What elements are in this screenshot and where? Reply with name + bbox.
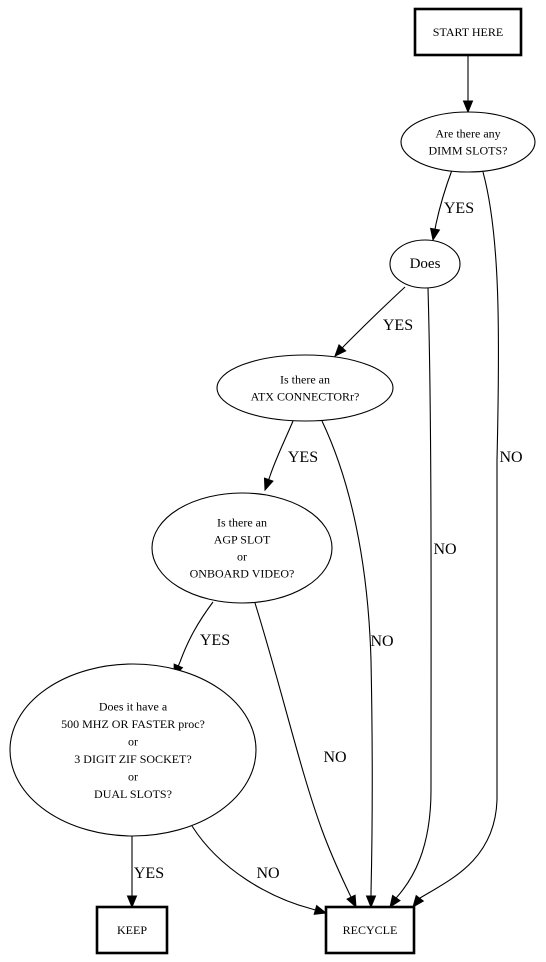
node-does: Does [389, 239, 461, 289]
edge-label-yes: YES [383, 317, 413, 334]
edge-label-yes: YES [288, 449, 318, 466]
node-text-line: or [237, 550, 247, 564]
arrowhead [126, 895, 138, 909]
node-text-line: Are there any [435, 127, 500, 141]
node-ellipse [9, 663, 257, 837]
node-text-line: START HERE [433, 25, 503, 39]
arrowhead [412, 894, 425, 909]
edge-label-yes: YES [134, 865, 164, 882]
edge-dimm-to-recycle: NO [412, 171, 523, 909]
node-text-line: DIMM SLOTS? [428, 144, 507, 158]
node-text-line: RECYCLE [343, 923, 398, 937]
edge-line [269, 420, 294, 477]
edge-start-to-dimm [462, 56, 474, 114]
node-text-line: Does it have a [99, 699, 168, 713]
edge-dimm-to-does: YES [429, 169, 474, 242]
node-box [95, 905, 169, 955]
edge-atx-to-agp: YES [263, 420, 318, 492]
node-ellipse [151, 492, 333, 604]
arrowhead [334, 343, 347, 357]
node-box [413, 7, 523, 57]
node-start: START HERE [413, 7, 523, 57]
node-recycle: RECYCLE [324, 905, 416, 955]
node-proc: Does it have a 500 MHZ OR FASTER proc? or 3… [9, 663, 257, 837]
edge-line [191, 825, 313, 910]
edge-connector [268, 475, 271, 480]
edge-line [254, 602, 351, 896]
arrowhead [365, 895, 377, 909]
edge-label-yes: YES [200, 632, 230, 649]
node-text-line: Does [410, 256, 441, 272]
arrowhead [389, 894, 401, 909]
node-ellipse [400, 111, 536, 173]
arrowhead [429, 227, 441, 242]
node-text-line: 500 MHZ OR FASTER proc? [61, 717, 205, 731]
edge-proc-to-keep: YES [126, 836, 164, 909]
edge-line [343, 286, 406, 347]
edge-agp-to-recycle: NO [254, 602, 357, 909]
edge-line [396, 287, 432, 898]
edge-line [321, 420, 373, 894]
edge-proc-to-recycle: NO [191, 825, 328, 915]
arrowhead [346, 894, 357, 909]
edge-connector [311, 908, 316, 911]
node-text-line: DUAL SLOTS? [94, 787, 172, 801]
edge-line [419, 171, 500, 899]
node-ellipse [389, 239, 461, 289]
edge-agp-to-proc: YES [173, 601, 230, 678]
edge-label-no: NO [323, 749, 346, 766]
edge-label-no: NO [256, 865, 279, 882]
edges-layer: YES NO YES NO YES NO YES NO YES NO [126, 56, 523, 915]
arrowhead [462, 100, 474, 114]
node-atx: Is there an ATX CONNECTORr? [216, 354, 394, 422]
edge-does-to-recycle: NO [389, 287, 457, 909]
node-text-line: Is there an [217, 516, 267, 530]
node-text-line: ONBOARD VIDEO? [190, 567, 295, 581]
arrowhead [313, 904, 328, 915]
edge-atx-to-recycle: NO [321, 420, 394, 909]
edge-connector [434, 223, 437, 230]
node-text-line: or [128, 734, 138, 748]
arrowhead [263, 477, 274, 492]
node-text-line: or [128, 769, 138, 783]
node-keep: KEEP [95, 905, 169, 955]
node-text-line: Is there an [280, 373, 330, 387]
edge-label-yes: YES [444, 200, 474, 217]
node-box [324, 905, 416, 955]
edge-line [435, 169, 453, 225]
node-text-line: 3 DIGIT ZIF SOCKET? [74, 752, 191, 766]
edge-line [179, 601, 214, 663]
node-text-line: AGP SLOT [214, 533, 271, 547]
node-ellipse [216, 354, 394, 422]
edge-does-to-atx: YES [334, 286, 413, 357]
edge-label-no: NO [499, 449, 522, 466]
edge-connector [177, 661, 181, 667]
edge-label-no: NO [370, 633, 393, 650]
node-text-line: ATX CONNECTORr? [251, 390, 360, 404]
node-text-line: KEEP [117, 923, 147, 937]
edge-label-no: NO [433, 541, 456, 558]
